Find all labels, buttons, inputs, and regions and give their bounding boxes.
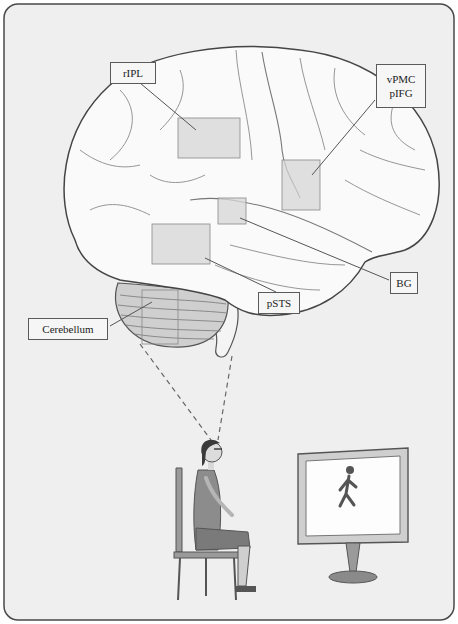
monitor-stand [346,543,360,572]
person-hair [201,440,220,466]
monitor-frame [298,448,408,544]
label-text: vPMC pIFG [381,72,421,100]
cerebellum-region [142,290,178,344]
leader-line [140,83,196,130]
cortical-sulci [80,50,425,290]
region-label: pSTS [258,292,300,314]
ripl-region [178,118,240,158]
leader-line [205,258,276,292]
cerebellum-folia [118,295,227,339]
cerebrum-outline [64,47,439,316]
monitor-screen [306,456,400,536]
chair-back [176,468,182,552]
leader-line [110,302,152,326]
region-label: BG [390,272,418,294]
bg-region [218,198,246,224]
leader-line [312,100,375,175]
region-label: vPMC pIFG [376,64,426,108]
label-text: BG [396,276,411,290]
region-label: rIPL [110,62,156,84]
lateral-sulcus [190,198,372,252]
chair-seat [174,552,240,558]
psts-region [152,224,210,264]
panel-frame [4,4,454,620]
gaze-line [218,356,232,440]
person-glasses [214,448,222,449]
leader-line [240,218,389,280]
gaze-line [140,344,211,440]
person-shins [238,546,250,586]
person-feet [236,586,256,592]
person-arm [206,478,232,515]
label-text: Cerebellum [42,322,93,336]
vpmc-region [282,160,320,210]
monitor-base [329,571,377,583]
chair-legs [178,558,236,600]
walker-head [346,466,354,474]
label-text: pSTS [267,296,291,310]
walker-body [340,476,356,506]
region-label: Cerebellum [28,318,108,340]
person-neck [208,462,214,470]
label-text: rIPL [123,66,143,80]
